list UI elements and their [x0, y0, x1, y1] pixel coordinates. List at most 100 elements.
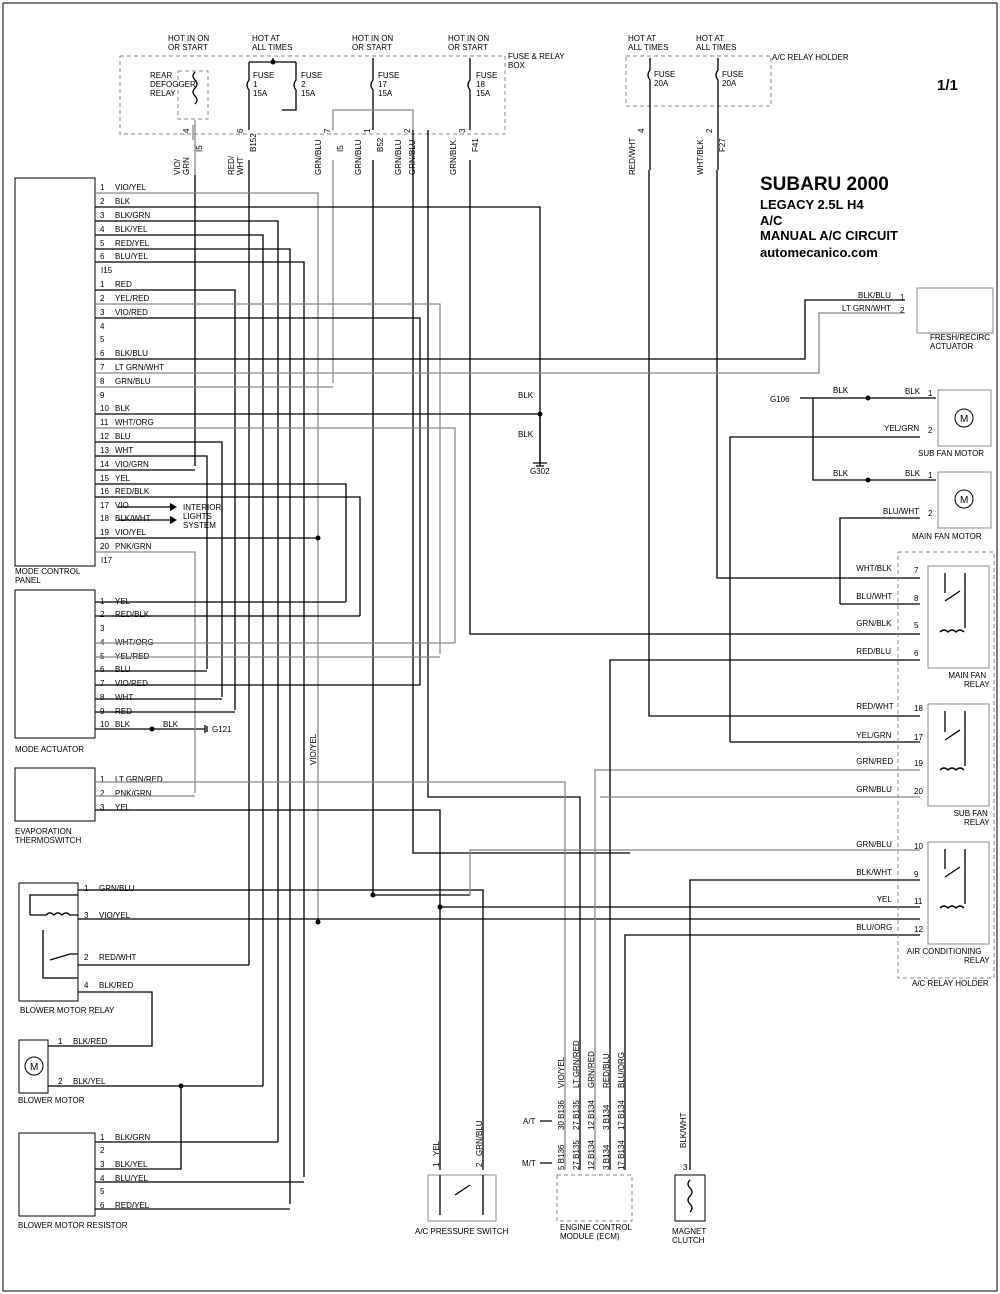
actuator-pin-number: 10 [100, 720, 109, 729]
blower-motor-relay [18, 882, 79, 1002]
top-wire-pin: 3 [458, 128, 467, 133]
ecm-at-label: A/T [523, 1117, 536, 1126]
sub-fan-relay-pin: 17 [914, 733, 923, 742]
magnet-clutch-pin: 3 [683, 1163, 688, 1172]
fuse-20a-a-icon [647, 58, 651, 170]
fuse-17-bus [332, 109, 414, 130]
blower-motor-label: BLOWER MOTOR [18, 1096, 85, 1105]
panel-pin-number: 7 [100, 363, 105, 372]
top-wire-pin: 7 [323, 128, 332, 133]
motor-pin-color: BLK/YEL [73, 1077, 106, 1086]
sub-fan-relay-color: GRN/RED [856, 757, 893, 766]
resistor-pin-number: 3 [100, 1160, 105, 1169]
fuse-1-icon [246, 62, 250, 130]
relay-pin-color: RED/WHT [99, 953, 136, 962]
top-wire-color: GRN/BLU [314, 139, 323, 175]
pressure-switch-icon [439, 1175, 484, 1215]
resistor-pin-number: 1 [100, 1133, 105, 1142]
fuse-relay-box [119, 55, 506, 135]
panel-pin-number: 4 [100, 225, 105, 234]
panel-pin-color: BLK [115, 197, 131, 206]
ecm-mt-label: M/T [522, 1159, 536, 1168]
actuator-pin-number: 8 [100, 693, 105, 702]
blower-relay-switch-icon [42, 930, 78, 979]
ac-pressure-switch [427, 1174, 497, 1222]
panel-pin-number: 2 [100, 294, 105, 303]
main-fan-relay-color: GRN/BLK [856, 619, 892, 628]
main-fan-relay-color: RED/BLU [856, 647, 891, 656]
top-wire-pin: 4 [637, 128, 646, 133]
top-wire-color: VIO/ [173, 158, 182, 175]
panel-pin-color: VIO/YEL [115, 528, 147, 537]
vio-yel-vertical-label: VIO/YEL [309, 733, 318, 765]
actuator-pin-number: 6 [100, 665, 105, 674]
fresh-recirc-pin: 2 [900, 306, 905, 315]
panel-pin-color: WHT/ORG [115, 418, 154, 427]
harness-wires [48, 130, 936, 1210]
interior-arrows [118, 506, 170, 521]
panel-pin-number: 10 [100, 404, 109, 413]
panel-pin-number: 3 [100, 211, 105, 220]
panel-pin-number: 6 [100, 349, 105, 358]
relay-pin-number: 3 [84, 911, 89, 920]
panel-pin-number: 17 [100, 501, 109, 510]
panel-pin-color: YEL [115, 474, 131, 483]
rear-defogger-relay-box [177, 70, 209, 120]
junction [315, 535, 321, 541]
top-wire-connector: B52 [376, 137, 385, 152]
ac-relay-color: GRN/BLU [856, 840, 892, 849]
actuator-pin-color: RED/BLK [115, 610, 150, 619]
top-wire-color: GRN [182, 157, 191, 175]
sub-fan-motor [937, 389, 992, 447]
ecm-wire-color: LT GRN/RED [572, 1040, 581, 1088]
actuator-pin-number: 7 [100, 679, 105, 688]
panel-pin-number: 19 [100, 528, 109, 537]
g121-wire-label: BLK [163, 720, 179, 729]
junction [270, 59, 276, 65]
panel-pin-color: BLK/YEL [115, 225, 148, 234]
ac-relay-holder-label: A/C RELAY HOLDER [912, 979, 989, 988]
connector-i17: I17 [101, 556, 113, 565]
main-fan-motor [937, 471, 992, 529]
panel-pin-color: VIO/RED [115, 308, 148, 317]
fresh-recirc-color: LT GRN/WHT [842, 304, 891, 313]
main-fan-relay-label: MAIN FAN [948, 671, 986, 680]
ecm-wire-color: BLU/ORG [617, 1052, 626, 1088]
vehicle-make: SUBARU 2000 [760, 174, 889, 195]
top-wire-connector: I5 [336, 145, 345, 152]
panel-pin-number: 15 [100, 474, 109, 483]
top-wire-color: GRN/BLU [394, 139, 403, 175]
panel-pin-color: BLK/GRN [115, 211, 150, 220]
pressure-switch-color: GRN/BLU [475, 1120, 484, 1156]
relay-pin-number: 1 [84, 884, 89, 893]
ac-relay-pin: 9 [914, 870, 919, 879]
fresh-recirc-color: BLK/BLU [858, 291, 891, 300]
resistor-pin-color: BLK/YEL [115, 1160, 148, 1169]
resistor-pin-number: 2 [100, 1146, 105, 1155]
resistor-pin-color: BLU/YEL [115, 1174, 148, 1183]
sub-fan-relay-label: SUB FAN [954, 809, 988, 818]
top-wire-pin: 4 [182, 128, 191, 133]
motor-icon [954, 489, 974, 509]
relay-holder-top-label: A/C RELAY HOLDER [772, 53, 849, 62]
panel-pin-number: 8 [100, 377, 105, 386]
fuse-18-icon [467, 58, 471, 130]
junction [865, 477, 871, 483]
magnet-clutch-wire-color: BLK/WHT [679, 1112, 688, 1148]
relay-pin-number: 4 [84, 981, 89, 990]
sub-fan-relay-color: YEL/GRN [856, 731, 891, 740]
sub-fan-motor-label: SUB FAN MOTOR [918, 449, 984, 458]
panel-pin-color: BLK/BLU [115, 349, 148, 358]
blower-motor-resistor [18, 1132, 96, 1217]
ecm-mt-pin: 27 B135 [572, 1140, 581, 1170]
relay-pin-color: GRN/BLU [99, 884, 135, 893]
